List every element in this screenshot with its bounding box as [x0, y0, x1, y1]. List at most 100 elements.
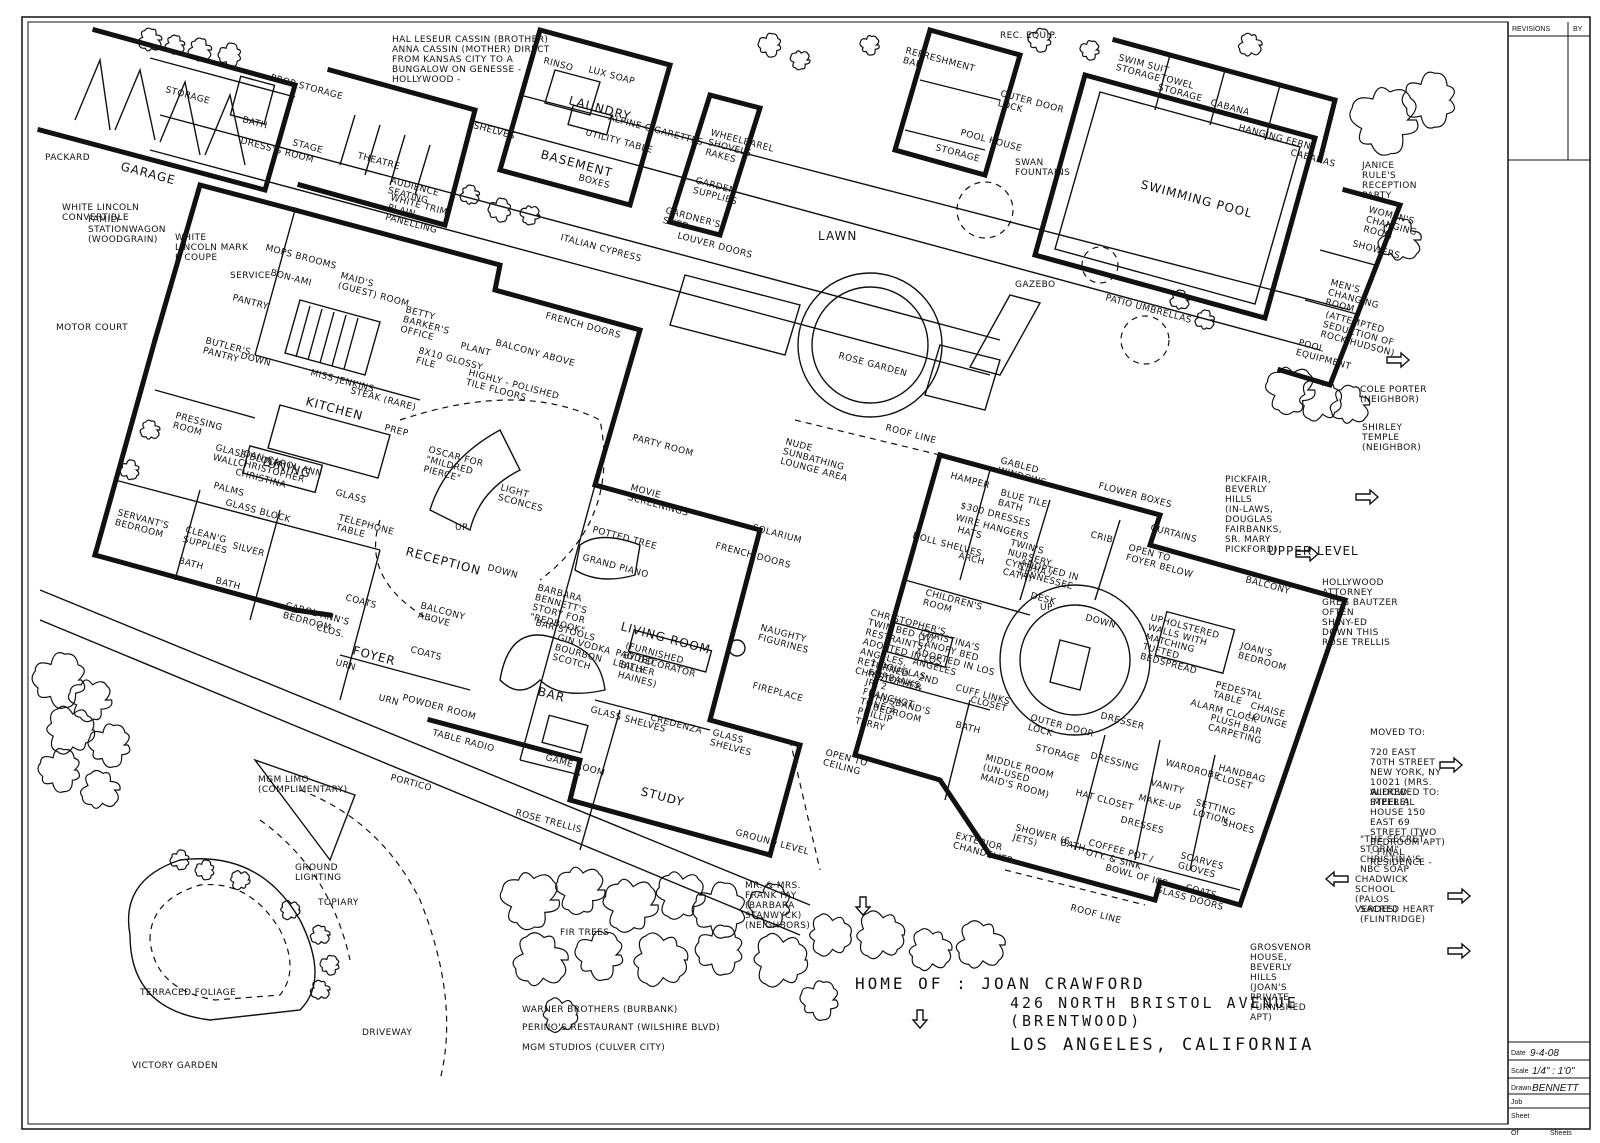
label-table-radio: TABLE RADIO [430, 728, 495, 754]
tree-shape [1377, 217, 1422, 261]
label-womens: WOMEN'SCHANGINGROOM [1362, 205, 1420, 248]
label-dresses: DRESSES [1119, 815, 1165, 836]
sheet-label: Sheet [1511, 1113, 1529, 1120]
label-vanity: VANITY [1149, 778, 1185, 797]
label-pressing: PRESSINGROOM [172, 411, 224, 443]
tree-shape [319, 954, 340, 976]
tree-shape [809, 913, 852, 957]
label-reception: RECEPTION [404, 544, 482, 578]
label-bon-ami: BON-AMI [269, 268, 312, 289]
label-kitchen: KITCHEN [304, 394, 365, 423]
tree-shape [655, 871, 706, 920]
main-house-ground-level [91, 181, 804, 859]
tree-shape [309, 979, 331, 1000]
tree-shape [757, 32, 782, 58]
label-storage-garage: STORAGE [164, 85, 211, 106]
label-bath-5: BATH [1059, 838, 1086, 854]
sheets-label: Sheets [1550, 1130, 1572, 1137]
label-oscar: OSCAR FOR"MILDREDPIERCE" [422, 445, 484, 489]
title-line-3: (BRENTWOOD) [1010, 1012, 1142, 1030]
label-victory: VICTORY GARDEN [132, 1061, 218, 1071]
label-warner: WARNER BROTHERS (BURBANK) [522, 1005, 678, 1015]
label-italian-cypress: ITALIAN CYPRESS [559, 233, 642, 264]
of-label: Of [1511, 1130, 1518, 1137]
label-make-up: MAKE-UP [1137, 793, 1182, 814]
tree-shape [230, 870, 251, 891]
tree-shape [67, 679, 113, 723]
label-plant: PLANT [459, 341, 492, 359]
label-up-2: UP [1040, 603, 1053, 613]
label-portico: PORTICO [389, 773, 433, 794]
label-sacred-heart: SACRED HEART(FLINTRIDGE) [1360, 905, 1435, 925]
scale-label: Scale [1511, 1068, 1529, 1075]
label-dresser: DRESSER [1099, 711, 1145, 732]
tree-shape [555, 866, 606, 916]
label-cleaning: CLEAN'GSUPPLIES [182, 525, 231, 556]
label-garden-supplies: GARDENSUPPLIES [692, 176, 741, 207]
tree-shape [799, 980, 839, 1021]
tree-shape [280, 899, 301, 921]
basement-building [496, 26, 674, 209]
label-packard: PACKARD [45, 153, 90, 163]
label-wardrobe: WARDROBE [1164, 758, 1221, 782]
swimming-pool [1031, 36, 1404, 389]
tree-shape [139, 419, 161, 440]
tree-shape [1169, 289, 1191, 310]
label-study: STUDY [639, 784, 686, 809]
label-storage-2: STORAGE [1034, 743, 1081, 764]
label-roof-line-2: ROOF LINE [1069, 903, 1122, 926]
label-scarves: SCARVESGLOVES [1177, 851, 1225, 882]
label-gazebo: GAZEBO [1015, 280, 1055, 290]
label-bath-4: BATH [954, 720, 981, 736]
title-line-2: 426 NORTH BRISTOL AVENUE [1010, 994, 1299, 1012]
label-coats-2: COATS [409, 645, 442, 663]
tree-shape [691, 881, 746, 939]
tree-shape [1079, 39, 1100, 61]
label-shoes: SHOES [1221, 818, 1255, 836]
label-movie: MOVIESCREENINGS [627, 483, 692, 518]
tree-shape [87, 723, 131, 768]
label-tile-floors: HIGHLY - POLISHEDTILE FLOORS [464, 368, 560, 412]
label-naughty: NAUGHTYFIGURINES [757, 623, 812, 656]
garage-building [36, 26, 299, 194]
tree-shape [217, 42, 242, 68]
drawn-label: Drawn [1511, 1085, 1531, 1092]
tree-shape [602, 878, 659, 933]
label-rock-hudson: (ATTEMPTEDSEDUCTION OFROCK HUDSON) [1319, 310, 1401, 359]
label-french-doors-2: FRENCH DOORS [714, 541, 792, 571]
label-prep: PREP [383, 423, 409, 439]
label-curtains: CURTAINS [1149, 523, 1198, 545]
job-label: Job [1511, 1099, 1522, 1106]
label-powder: POWDER ROOM [401, 693, 477, 722]
tree-shape [37, 747, 81, 793]
label-lux: LUX SOAP [587, 65, 636, 87]
tree-shape [856, 910, 906, 960]
label-rose-garden: ROSE GARDEN [837, 351, 908, 379]
label-up-1: UP [455, 523, 468, 533]
label-terraced: TERRACED FOLIAGE [139, 988, 236, 998]
label-light-sconces: LIGHTSCONCES [497, 483, 547, 514]
tree-shape [747, 882, 791, 928]
tree-shape [487, 197, 512, 223]
label-outer-door-lock-pool: OUTER DOORLOCK [997, 89, 1065, 125]
label-down-3: DOWN [1084, 613, 1117, 631]
label-cole-porter: COLE PORTER(NEIGHBOR) [1360, 385, 1427, 405]
label-middle-room: MIDDLE ROOM(UN-USEDMAID'S ROOM) [979, 753, 1055, 800]
tree-shape [309, 924, 331, 945]
tree-shape [499, 872, 561, 931]
label-topiary: TOPIARY [317, 898, 359, 908]
label-swimming-pool: SWIMMING POOL [1139, 177, 1254, 220]
tree-shape [633, 932, 689, 988]
label-down-2: DOWN [486, 563, 519, 581]
label-bath-1: BATH [241, 115, 268, 131]
label-gin: GIN VODKABOURBONSCOTCH [551, 633, 612, 676]
